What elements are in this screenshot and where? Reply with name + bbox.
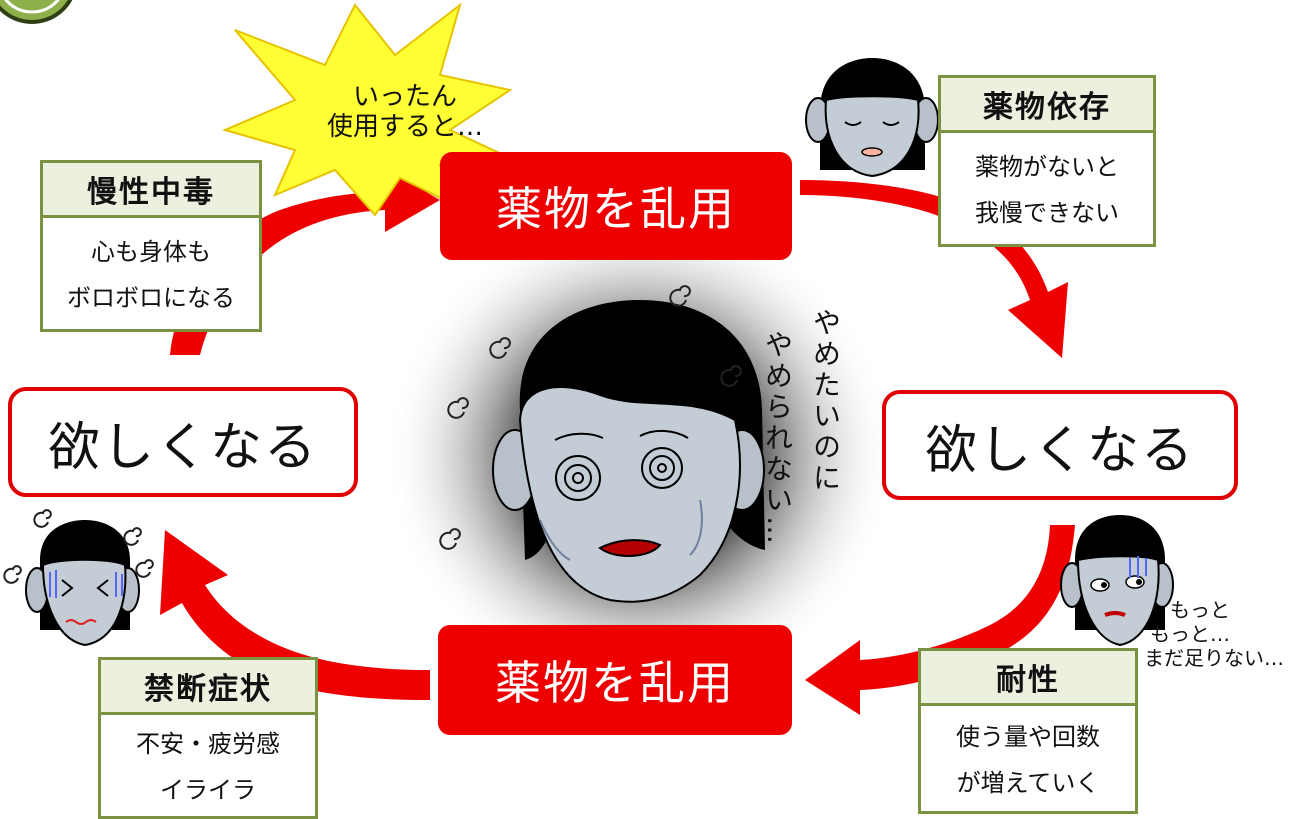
node-top-label: 薬物を乱用 [496,182,736,236]
card-dependence-line-1: 薬物がないと [975,153,1119,181]
thought-col-2: やめられない… [761,330,794,547]
node-right-craving: 欲しくなる [882,390,1238,500]
card-tolerance-title: 耐性 [921,651,1135,706]
card-dependence-title: 薬物依存 [941,78,1153,133]
node-top-drug-abuse: 薬物を乱用 [440,152,792,260]
withdrawal-face-illustration [3,509,154,647]
card-tolerance-line-1: 使う量や回数 [956,723,1100,751]
card-dependence: 薬物依存 薬物がないと 我慢できない [938,75,1156,247]
card-chronic-title: 慢性中毒 [43,163,259,218]
card-withdrawal-line-1: 不安・疲労感 [136,730,280,758]
thought-col-1: やめたいのに [809,308,842,494]
card-chronic-body: 心も身体も ボロボロになる [43,218,259,332]
node-right-label: 欲しくなる [924,420,1195,481]
side-thought-line-1: もっと [1170,598,1230,622]
arrow-to-bottom [805,525,1075,715]
card-withdrawal-title: 禁断症状 [101,660,315,715]
node-left-craving: 欲しくなる [8,387,358,497]
node-bottom-drug-abuse: 薬物を乱用 [438,625,792,735]
node-left-label: 欲しくなる [47,417,318,478]
side-thought-line-3: まだ足りない… [1144,646,1284,670]
card-chronic-line-2: ボロボロになる [67,284,235,312]
card-dependence-body: 薬物がないと 我慢できない [941,133,1153,247]
center-face-illustration [492,300,765,603]
burst-line-1: いったん [352,82,457,112]
card-withdrawal-body: 不安・疲労感 イライラ [101,715,315,819]
card-tolerance-line-2: が増えていく [956,769,1100,797]
card-withdrawal-line-2: イライラ [160,776,256,804]
burst-caption: いったん 使用すると… [310,82,500,142]
dizzy-swirl-icons [439,285,742,550]
tolerance-face-illustration [1060,515,1174,647]
card-withdrawal: 禁断症状 不安・疲労感 イライラ [98,657,318,819]
dependence-face-illustration [805,58,939,178]
card-tolerance: 耐性 使う量や回数 が増えていく [918,648,1138,814]
corner-badge-icon [0,0,73,24]
card-dependence-line-2: 我慢できない [975,199,1119,227]
side-thought-line-2: もっと… [1150,622,1230,646]
card-chronic: 慢性中毒 心も身体も ボロボロになる [40,160,262,332]
node-bottom-label: 薬物を乱用 [495,656,735,710]
card-chronic-line-1: 心も身体も [91,238,211,266]
burst-line-2: 使用すると… [326,112,483,142]
card-tolerance-body: 使う量や回数 が増えていく [921,706,1135,814]
